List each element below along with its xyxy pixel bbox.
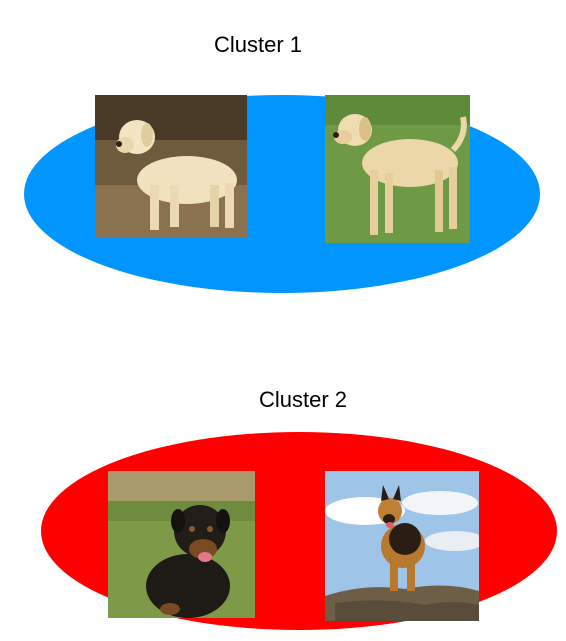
cluster-1-title: Cluster 1 [214,32,303,57]
cluster-2-title: Cluster 2 [259,387,348,412]
rottweiler-icon [108,471,255,618]
labrador-photo-2 [325,95,470,243]
labrador-icon [325,95,470,243]
german-shepherd-photo [325,471,479,621]
rottweiler-photo [108,471,255,618]
german-shepherd-icon [325,471,479,621]
labrador-icon [95,95,247,238]
labrador-photo-1 [95,95,247,238]
